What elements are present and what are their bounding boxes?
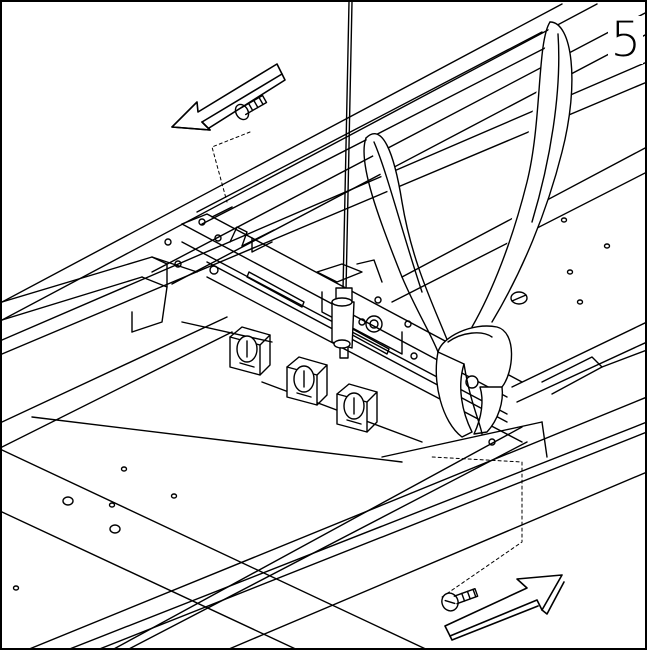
arrow-right-icon [444,574,565,641]
lamp-holder-icon [229,326,378,433]
mounting-holes [12,217,611,591]
pliers-icon [363,21,573,438]
arrow-left-icon [171,63,286,131]
step-number: 5 [608,12,643,68]
fixture-housing [2,3,645,648]
hanging-wire-icon [331,2,355,359]
guide-lines [211,131,523,598]
